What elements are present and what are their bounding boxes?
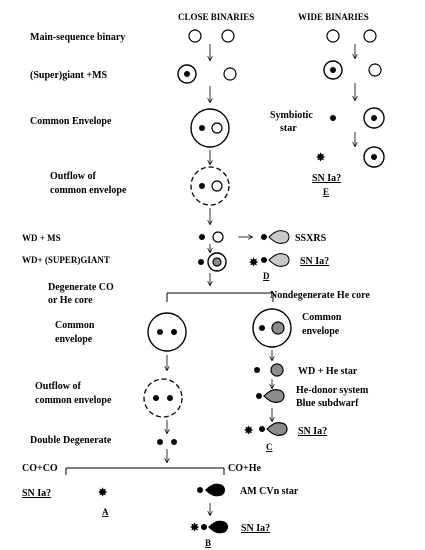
symbiotic-wd	[330, 115, 336, 121]
env2-core-1	[157, 329, 163, 335]
label-degenerate-a: Degenerate CO	[48, 282, 114, 293]
label-am-cvn: AM CVn star	[240, 486, 299, 497]
outflow2-core-2	[167, 395, 173, 401]
label-symbiotic-b: star	[280, 123, 297, 134]
outflow-companion	[211, 180, 223, 192]
wd-dot	[199, 234, 205, 240]
outcome-sn-c: SN Ia?	[298, 426, 327, 437]
label-nondegenerate: Nondegenerate He core	[270, 290, 370, 301]
symbiotic-giant-core	[371, 115, 377, 121]
amcvn-donor	[205, 483, 225, 497]
explosion-icon: ✸	[315, 152, 326, 164]
label-wd-he-star: WD + He star	[298, 366, 358, 377]
env3-wd	[259, 325, 265, 331]
label-common-env-2b: envelope	[55, 334, 93, 345]
outcome-label-d: D	[263, 271, 270, 281]
c-wd	[259, 426, 265, 432]
label-degenerate-b: or He core	[48, 295, 93, 306]
ssxrs-donor	[268, 230, 290, 244]
outcome-sn-b: SN Ia?	[241, 523, 270, 534]
label-double-degenerate: Double Degenerate	[30, 435, 112, 446]
he-donor-star	[263, 389, 285, 403]
b-wd	[201, 524, 207, 530]
wide-ms-left	[326, 29, 340, 43]
common-envelope-shell	[190, 108, 230, 148]
label-ssxrs: SSXRS	[295, 233, 327, 244]
label-he-donor-b: Blue subdwarf	[296, 398, 359, 409]
label-common-env-3b: envelope	[302, 326, 340, 337]
he-donor-wd	[256, 393, 262, 399]
wide-giant-core	[330, 67, 336, 73]
explosion-icon: ✸	[97, 487, 108, 499]
env2-core-2	[171, 329, 177, 335]
outcome-sn-d: SN Ia?	[300, 256, 329, 267]
explosion-icon: ✸	[189, 522, 200, 534]
label-outflow-1b: common envelope	[50, 185, 127, 196]
outcome-sn-e: SN Ia?	[312, 173, 341, 184]
wd-companion	[198, 259, 204, 265]
amcvn-wd	[197, 487, 203, 493]
wide-ms-right	[363, 29, 377, 43]
outflow-shell-1	[190, 166, 230, 206]
label-co-co: CO+CO	[22, 463, 58, 474]
ssxrs-wd	[261, 234, 267, 240]
e-giant-core	[371, 154, 377, 160]
dd-wd-1	[157, 439, 163, 445]
common-envelope-shell-2	[147, 312, 187, 352]
label-outflow-2b: common envelope	[35, 395, 112, 406]
outcome-label-b: B	[205, 538, 211, 548]
explosion-icon: ✸	[243, 425, 254, 437]
label-outflow-2a: Outflow of	[35, 381, 82, 392]
header-wide-binaries: WIDE BINARIES	[298, 12, 369, 22]
dd-wd-2	[171, 439, 177, 445]
label-wd-supergiant: WD+ (SUPER)GIANT	[22, 255, 110, 265]
label-wd-ms: WD + MS	[22, 233, 61, 243]
ms-companion	[223, 67, 237, 81]
outcome-label-a: A	[102, 507, 109, 517]
label-common-env-3a: Common	[302, 312, 342, 323]
label-he-donor-a: He-donor system	[296, 385, 369, 396]
label-outflow-1a: Outflow of	[50, 171, 97, 182]
label-common-env-2a: Common	[55, 320, 95, 331]
supergiant-core	[184, 71, 190, 77]
label-symbiotic-a: Symbiotic	[270, 110, 313, 121]
wide-ms-companion	[368, 63, 382, 77]
outcome-sn-a: SN Ia?	[22, 488, 51, 499]
label-ms-binary: Main-sequence binary	[30, 32, 125, 43]
outcome-label-e: E	[323, 187, 329, 197]
ms-star	[212, 231, 224, 243]
header-close-binaries: CLOSE BINARIES	[178, 12, 254, 22]
outflow-shell-2	[143, 378, 183, 418]
explosion-icon: ✸	[248, 257, 259, 269]
wd-he-star	[270, 363, 284, 377]
outflow2-core-1	[153, 395, 159, 401]
label-common-envelope: Common Envelope	[30, 116, 112, 127]
label-supergiant-ms: (Super)giant +MS	[30, 70, 108, 81]
outcome-label-c: C	[266, 442, 273, 452]
c-donor	[266, 422, 288, 436]
env3-he-core	[271, 321, 285, 335]
outflow-core	[199, 183, 205, 189]
envelope-companion	[211, 122, 223, 134]
ms-star-right	[221, 29, 235, 43]
wd-he-wd	[254, 367, 260, 373]
b-donor	[208, 520, 228, 534]
ms-star-left	[188, 29, 202, 43]
giant-core	[212, 257, 222, 267]
envelope-core	[199, 125, 205, 131]
donor-d	[268, 253, 290, 267]
wd-dot-d	[261, 257, 267, 263]
label-co-he: CO+He	[228, 463, 261, 474]
